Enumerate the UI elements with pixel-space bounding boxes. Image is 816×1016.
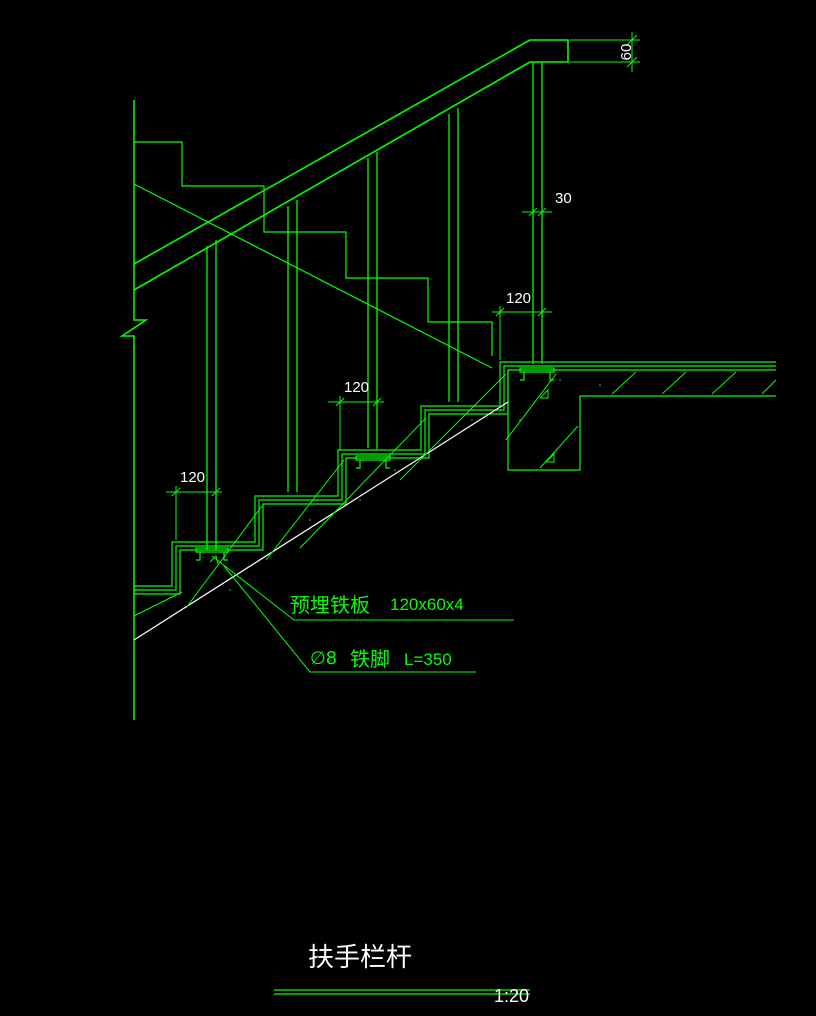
- dim-plate-lower-label: 120: [180, 469, 205, 486]
- dim-baluster-width: [522, 207, 552, 217]
- dim-plate-lower: [166, 486, 222, 540]
- annotation-anchor-symbol: ∅8: [310, 648, 337, 669]
- dim-handrail-thickness: [570, 32, 640, 72]
- annotation-embedded-plate: 预埋铁板: [290, 593, 370, 617]
- dim-handrail-thickness-label: 60: [618, 44, 635, 61]
- leader-lines: [211, 555, 514, 673]
- slab-soffit: [133, 401, 509, 641]
- embedded-plate-upper: [519, 367, 555, 381]
- annotation-anchor-spec: L=350: [404, 650, 452, 669]
- dim-baluster-width-label: 30: [555, 190, 572, 207]
- dim-plate-middle-label: 120: [344, 379, 369, 396]
- embedded-plate-middle: [355, 455, 391, 469]
- concrete-dots: [229, 379, 601, 591]
- dim-plate-middle: [328, 396, 384, 450]
- title-underline: [274, 989, 530, 995]
- wall-edge: [119, 100, 149, 720]
- embedded-plate-lower: [195, 547, 229, 561]
- dim-plate-upper: [492, 306, 552, 360]
- drawing-title: 扶手栏杆: [308, 943, 412, 973]
- annotation-embedded-plate-spec: 120x60x4: [390, 595, 464, 614]
- handrail: [133, 39, 569, 291]
- annotation-anchor: 铁脚: [350, 647, 390, 671]
- dim-plate-upper-label: 120: [506, 290, 531, 307]
- drawing-scale: 1:20: [494, 986, 529, 1006]
